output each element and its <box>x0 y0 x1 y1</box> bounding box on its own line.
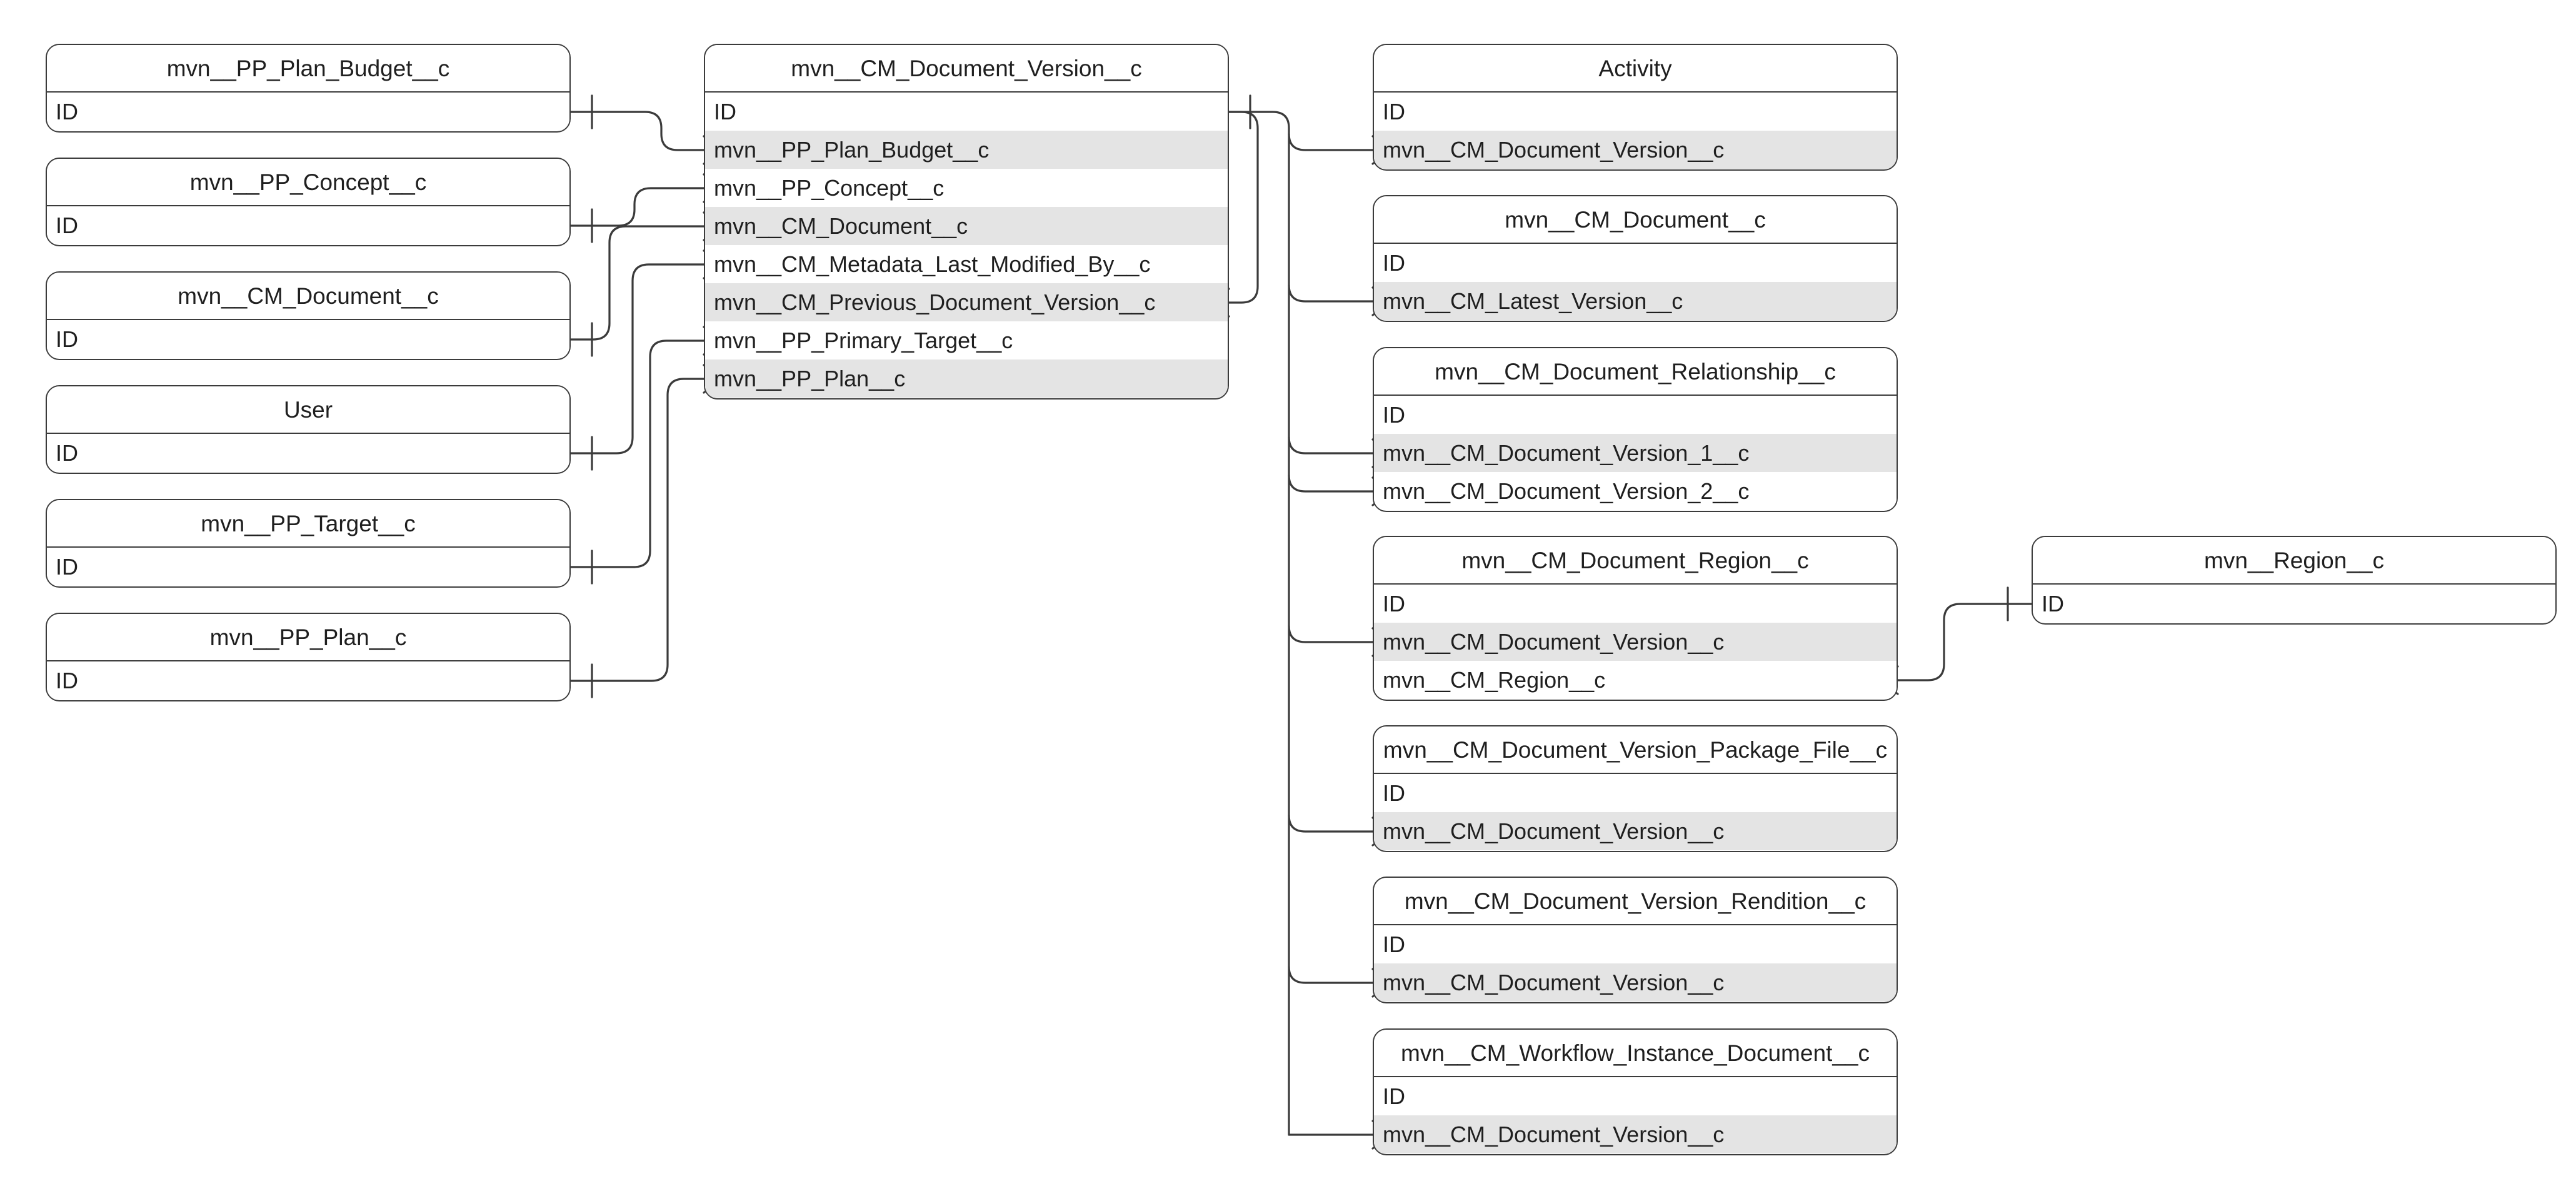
field-row[interactable]: ID <box>47 206 569 244</box>
field-row[interactable]: ID <box>47 548 569 586</box>
field-row[interactable]: ID <box>1374 396 1897 434</box>
field-row[interactable]: ID <box>47 661 569 700</box>
field-row[interactable]: mvn__CM_Document__c <box>705 207 1228 245</box>
relationship-line <box>1288 965 1393 984</box>
field-row[interactable]: mvn__CM_Document_Version__c <box>1374 1115 1897 1153</box>
field-row[interactable]: mvn__PP_Concept__c <box>705 169 1228 207</box>
entity-title-cm_document_right: mvn__CM_Document__c <box>1374 196 1897 244</box>
entity-title-cm_workflow_instance_document: mvn__CM_Workflow_Instance_Document__c <box>1374 1030 1897 1077</box>
entity-cm_document_version_package_file[interactable]: mvn__CM_Document_Version_Package_File__c… <box>1373 725 1898 852</box>
entity-title-pp_target: mvn__PP_Target__c <box>47 500 569 548</box>
relationship-line <box>569 263 724 455</box>
field-row[interactable]: mvn__CM_Document_Version__c <box>1374 131 1897 169</box>
entity-title-cm_document_version_rendition: mvn__CM_Document_Version_Rendition__c <box>1374 878 1897 925</box>
field-row[interactable]: ID <box>47 93 569 131</box>
relationship-line <box>1288 625 1393 643</box>
field-row[interactable]: ID <box>1374 585 1897 623</box>
field-row[interactable]: mvn__CM_Previous_Document_Version__c <box>705 283 1228 321</box>
relationship-line <box>1288 133 1393 151</box>
relationship-line <box>1228 111 1290 1136</box>
relationship-line <box>569 378 724 682</box>
field-row[interactable]: mvn__PP_Plan_Budget__c <box>705 131 1228 169</box>
relationship-line <box>1288 474 1393 493</box>
entity-title-region: mvn__Region__c <box>2033 537 2555 585</box>
relationship-line <box>1288 284 1393 303</box>
field-row[interactable]: ID <box>1374 1077 1897 1115</box>
field-row[interactable]: ID <box>1374 93 1897 131</box>
field-row[interactable]: mvn__PP_Plan__c <box>705 359 1228 398</box>
field-row[interactable]: mvn__CM_Document_Version__c <box>1374 963 1897 1002</box>
entity-title-pp_concept: mvn__PP_Concept__c <box>47 159 569 206</box>
field-row[interactable]: ID <box>1374 774 1897 812</box>
field-row[interactable]: ID <box>2033 585 2555 623</box>
entity-field-list-pp_target: ID <box>47 548 569 586</box>
entity-field-list-region: ID <box>2033 585 2555 623</box>
field-row[interactable]: mvn__CM_Region__c <box>1374 661 1897 699</box>
entity-title-user: User <box>47 386 569 434</box>
entity-field-list-pp_plan_budget: ID <box>47 93 569 131</box>
entity-title-cm_document_region: mvn__CM_Document_Region__c <box>1374 537 1897 585</box>
relationship-line <box>569 339 724 568</box>
entity-field-list-cm_document_left: ID <box>47 320 569 358</box>
relationship-line <box>569 225 724 341</box>
relationship-line <box>1288 814 1393 833</box>
entity-title-pp_plan_budget: mvn__PP_Plan_Budget__c <box>47 45 569 93</box>
entity-title-cm_document_version_package_file: mvn__CM_Document_Version_Package_File__c <box>1374 726 1897 774</box>
field-row[interactable]: ID <box>47 320 569 358</box>
relationship-line <box>569 111 724 151</box>
field-row[interactable]: ID <box>47 434 569 472</box>
entity-field-list-pp_concept: ID <box>47 206 569 244</box>
entity-title-cm_document_relationship: mvn__CM_Document_Relationship__c <box>1374 348 1897 396</box>
field-row[interactable]: mvn__CM_Metadata_Last_Modified_By__c <box>705 245 1228 283</box>
field-row[interactable]: mvn__CM_Document_Version_1__c <box>1374 434 1897 472</box>
field-row[interactable]: mvn__CM_Document_Version__c <box>1374 623 1897 661</box>
entity-field-list-user: ID <box>47 434 569 472</box>
field-row[interactable]: ID <box>705 93 1228 131</box>
field-row[interactable]: ID <box>1374 925 1897 963</box>
field-row[interactable]: mvn__PP_Primary_Target__c <box>705 321 1228 359</box>
field-row[interactable]: ID <box>1374 244 1897 282</box>
entity-title-cm_document_version: mvn__CM_Document_Version__c <box>705 45 1228 93</box>
relationship-line <box>1878 603 2033 681</box>
field-row[interactable]: mvn__CM_Latest_Version__c <box>1374 282 1897 320</box>
entity-title-activity: Activity <box>1374 45 1897 93</box>
field-row[interactable]: mvn__CM_Document_Version__c <box>1374 812 1897 850</box>
field-row[interactable]: mvn__CM_Document_Version_2__c <box>1374 472 1897 510</box>
relationship-line <box>1288 436 1393 455</box>
entity-field-list-pp_plan: ID <box>47 661 569 700</box>
entity-title-pp_plan: mvn__PP_Plan__c <box>47 614 569 661</box>
relationship-line <box>569 187 724 227</box>
entity-title-cm_document_left: mvn__CM_Document__c <box>47 273 569 320</box>
